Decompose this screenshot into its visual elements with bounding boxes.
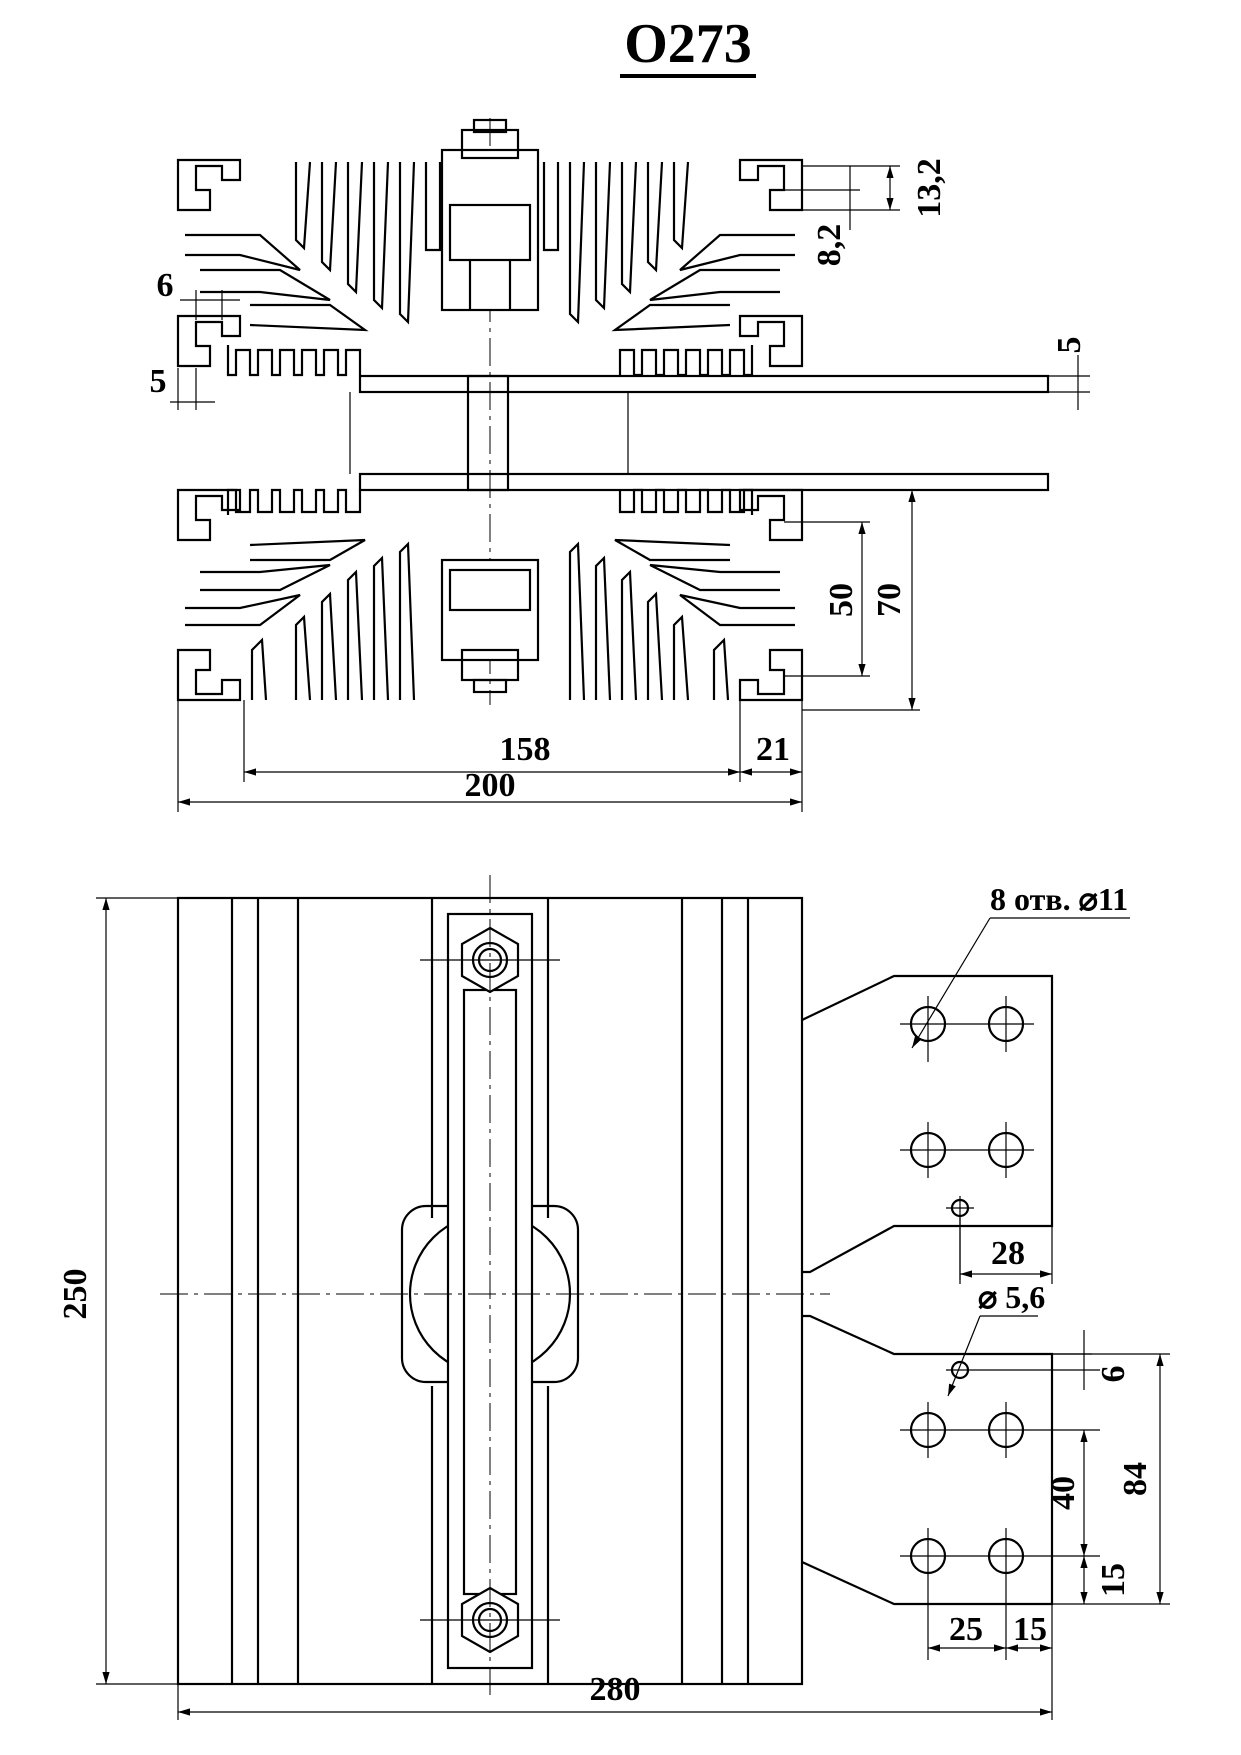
plan-view-dimensions: 8 отв. ⌀11 250 280 28 ⌀ 5,6 6 [57,881,1170,1720]
dim-70: 70 [871,583,908,617]
dim-6-top: 6 [157,267,174,304]
dim-158: 158 [500,731,551,768]
dim-200: 200 [465,767,516,804]
dim-13-2: 13,2 [911,158,948,218]
dim-6-plan: 6 [1095,1366,1132,1383]
lower-heatsink [176,488,804,702]
dim-15-horizontal: 15 [1013,1611,1047,1648]
drawing-title: О273 [624,13,752,75]
lower-terminal [801,1314,1054,1606]
plan-view: 8 отв. ⌀11 250 280 28 ⌀ 5,6 6 [57,875,1170,1720]
dim-21: 21 [756,731,790,768]
dim-15-vertical: 15 [1095,1563,1132,1597]
dim-40: 40 [1045,1476,1082,1510]
dim-50: 50 [823,583,860,617]
dim-25: 25 [949,1611,983,1648]
upper-heatsink [176,118,804,377]
upper-terminal [801,974,1054,1274]
holes-note: 8 отв. ⌀11 [990,881,1128,917]
dim-84: 84 [1117,1462,1154,1496]
dim-8-2: 8,2 [811,224,848,267]
front-view-dimensions: 13,2 8,2 6 5 5 50 [150,158,1090,812]
dim-250: 250 [57,1269,94,1320]
small-hole-note: ⌀ 5,6 [978,1279,1045,1315]
dim-5-right: 5 [1051,337,1088,354]
front-view: 13,2 8,2 6 5 5 50 [150,118,1090,812]
busbar-plates [349,374,1050,492]
dim-280: 280 [590,1671,641,1708]
dim-5-left: 5 [150,363,167,400]
dim-28: 28 [991,1235,1025,1272]
